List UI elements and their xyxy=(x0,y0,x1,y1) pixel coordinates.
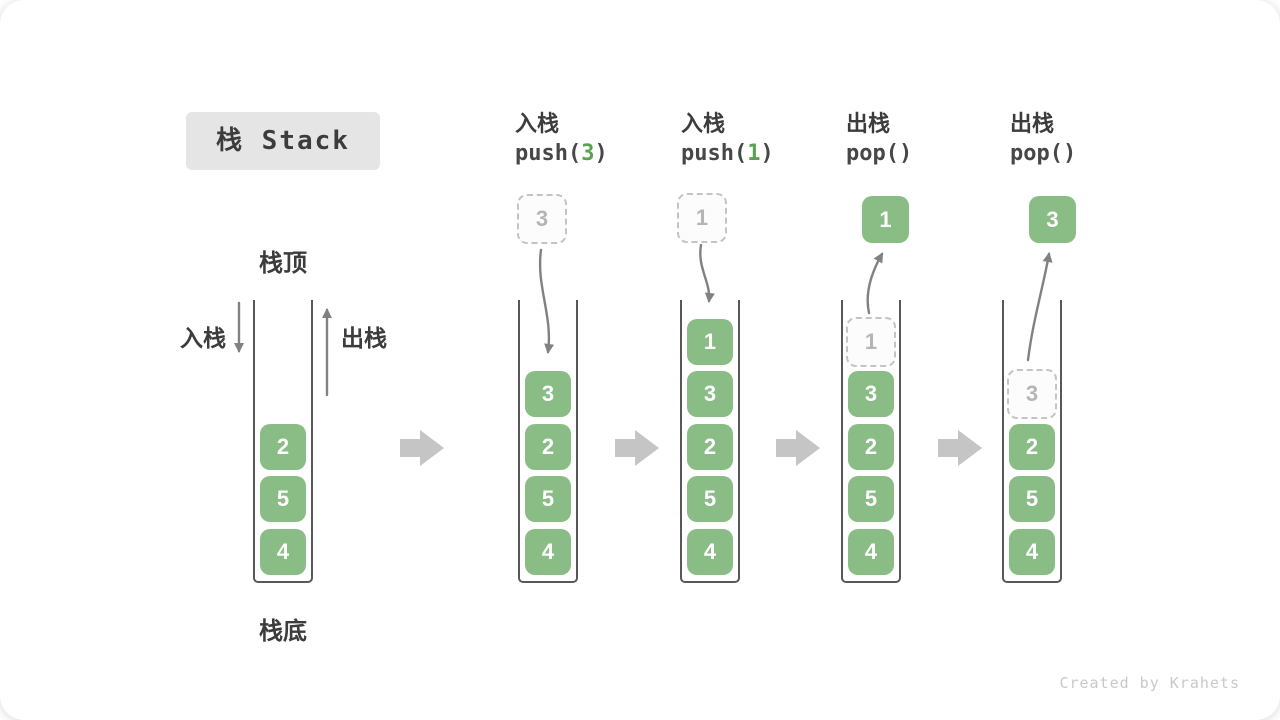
operation-chinese-label: 入栈 xyxy=(681,111,726,136)
stack-block: 1 xyxy=(687,319,733,365)
stack-block: 5 xyxy=(848,476,894,522)
floating-value-box-pop-second: 3 xyxy=(1029,196,1076,243)
operation-label-pop-first: 出栈 pop() xyxy=(846,106,912,166)
stack-bottom-label: 栈底 xyxy=(259,618,307,645)
stack-block: 5 xyxy=(525,476,571,522)
stack-block-ghost: 3 xyxy=(1007,369,1057,419)
stack-container-pop-second xyxy=(1002,300,1062,583)
stack-block: 2 xyxy=(260,424,306,470)
stack-block: 3 xyxy=(848,371,894,417)
operation-chinese-label: 入栈 xyxy=(515,111,560,136)
floating-value-box-push-3: 3 xyxy=(517,194,567,244)
operation-chinese-label: 出栈 xyxy=(1010,111,1055,136)
floating-value-box-push-1: 1 xyxy=(677,193,727,243)
stage-arrow-1 xyxy=(400,430,444,466)
stack-block: 4 xyxy=(525,529,571,575)
stack-block: 2 xyxy=(1009,424,1055,470)
stack-top-label: 栈顶 xyxy=(259,250,307,277)
title-badge: 栈 Stack xyxy=(186,112,380,170)
operation-code: push(1) xyxy=(681,141,774,166)
operation-code: pop() xyxy=(1010,141,1077,166)
stage-arrow-3 xyxy=(776,430,820,466)
stack-block: 5 xyxy=(687,476,733,522)
operation-chinese-label: 出栈 xyxy=(846,111,891,136)
operation-code: push(3) xyxy=(515,141,608,166)
stack-container-initial-stack xyxy=(253,300,313,583)
operation-code: pop() xyxy=(846,141,913,166)
stack-block: 4 xyxy=(687,529,733,575)
stack-block: 3 xyxy=(687,371,733,417)
stack-container-pop-first xyxy=(841,300,901,583)
stack-block: 4 xyxy=(848,529,894,575)
operation-label-pop-second: 出栈 pop() xyxy=(1010,106,1076,166)
stack-container-push-1 xyxy=(680,300,740,583)
operation-label-push-1: 入栈 push(1) xyxy=(681,106,774,166)
stack-block: 2 xyxy=(848,424,894,470)
pop-side-label: 出栈 xyxy=(341,325,387,351)
watermark: Created by Krahets xyxy=(1059,674,1240,692)
stack-block: 5 xyxy=(260,476,306,522)
stack-container-push-3 xyxy=(518,300,578,583)
stage-arrow-4 xyxy=(938,430,982,466)
stack-block: 4 xyxy=(1009,529,1055,575)
push-side-label: 入栈 xyxy=(180,325,226,351)
stack-block: 2 xyxy=(687,424,733,470)
floating-value-box-pop-first: 1 xyxy=(862,196,909,243)
stack-block: 3 xyxy=(525,371,571,417)
stack-block: 5 xyxy=(1009,476,1055,522)
stage-arrow-2 xyxy=(615,430,659,466)
drop-arrow-push-1 xyxy=(699,243,715,303)
stack-block: 2 xyxy=(525,424,571,470)
stack-block-ghost: 1 xyxy=(846,317,896,367)
operation-label-push-3: 入栈 push(3) xyxy=(515,106,608,166)
stack-block: 4 xyxy=(260,529,306,575)
